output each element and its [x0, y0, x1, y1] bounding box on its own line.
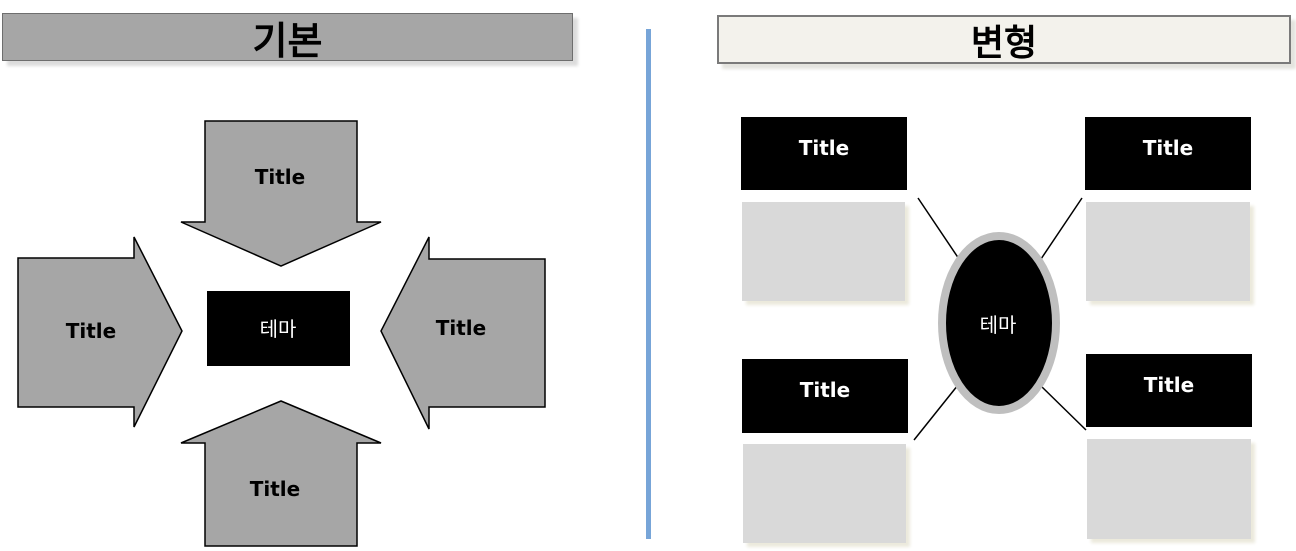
arrow-top-shape	[180, 120, 382, 267]
box-top-left-content	[742, 202, 905, 301]
right-panel-header: 변형	[717, 15, 1291, 64]
box-top-right-title-bg	[1085, 117, 1251, 190]
left-center-label: 테마	[260, 317, 297, 341]
box-top-right-content	[1086, 202, 1250, 301]
box-bottom-left-title-bg	[742, 359, 908, 433]
box-bottom-right-content	[1087, 439, 1251, 539]
box-top-left-title: Title	[799, 136, 849, 160]
box-bottom-right-title-bg	[1086, 354, 1252, 427]
arrow-bottom-shape	[180, 400, 382, 547]
right-center-ellipse	[938, 232, 1060, 414]
arrow-right-shape	[380, 236, 546, 430]
box-top-right-title: Title	[1143, 136, 1193, 160]
connector-bottom-right	[1040, 385, 1087, 431]
arrow-bottom-label: Title	[250, 477, 300, 501]
arrow-right-label: Title	[436, 316, 486, 340]
arrow-left-shape	[17, 236, 183, 428]
connector-top-left	[917, 197, 960, 260]
vertical-divider	[646, 29, 651, 539]
arrow-left-label: Title	[66, 319, 116, 343]
left-center-box	[207, 291, 350, 366]
box-bottom-left-title: Title	[800, 378, 850, 402]
box-bottom-right-title: Title	[1144, 373, 1194, 397]
box-bottom-left-content	[743, 444, 906, 543]
connector-top-right	[1040, 197, 1083, 260]
right-center-label: 테마	[980, 313, 1017, 337]
box-top-left-title-bg	[741, 117, 907, 190]
arrow-top-label: Title	[255, 165, 305, 189]
connector-bottom-left	[913, 384, 959, 441]
left-panel-header: 기본	[2, 13, 573, 63]
